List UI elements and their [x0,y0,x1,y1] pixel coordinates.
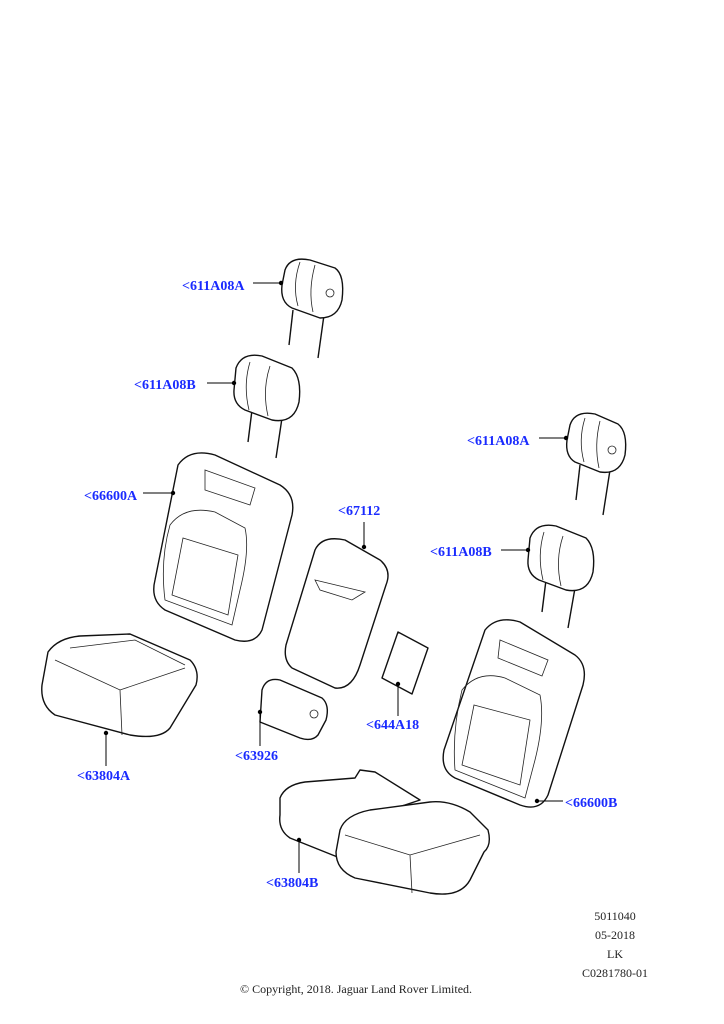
headrest-611a08b-right [527,524,595,629]
pad-644a18 [381,631,429,695]
armrest-67112 [284,538,389,689]
callout-63926[interactable]: <63926 [235,749,278,764]
callout-66600a[interactable]: <66600A [84,489,138,504]
seat-cushion-63804a [41,633,198,738]
info-block: 5011040 05-2018 LK C0281780-01 [565,907,665,983]
callout-611a08b-left[interactable]: <611A08B [134,378,196,393]
reference-number: 5011040 [594,909,636,923]
leader-lines [103,280,569,873]
callout-67112[interactable]: <67112 [338,504,381,519]
headrest-611a08a-left [281,258,344,359]
seat-back-66600b [442,619,586,808]
callout-611a08a-right[interactable]: <611A08A [467,434,530,449]
callout-611a08b-right[interactable]: <611A08B [430,545,492,560]
seat-cushion-63804b [279,769,491,895]
callout-611a08a-left[interactable]: <611A08A [182,279,245,294]
illustration-code: C0281780-01 [582,966,648,980]
callout-63804a[interactable]: <63804A [77,769,131,784]
callout-63804b[interactable]: <63804B [266,876,319,891]
callout-644a18[interactable]: <644A18 [366,718,420,733]
headrest-611a08a-right [565,412,627,516]
initials: LK [607,947,623,961]
headrest-611a08b-left [233,354,301,459]
date: 05-2018 [595,928,635,942]
copyright-notice: © Copyright, 2018. Jaguar Land Rover Lim… [239,982,473,996]
seat-back-66600a [153,452,294,642]
trim-panel-63926 [259,678,329,741]
callout-66600b[interactable]: <66600B [565,796,618,811]
